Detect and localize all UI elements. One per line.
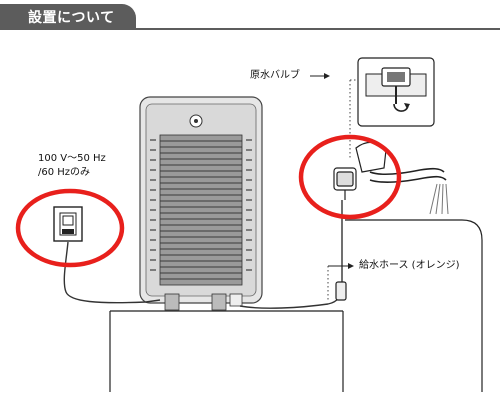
header-rule: [0, 28, 500, 30]
section-title: 設置について: [28, 10, 115, 26]
outlet-highlight-circle: [15, 188, 125, 268]
faucet: [333, 141, 447, 200]
valve-detail-inset: [357, 57, 435, 127]
valve-highlight-circle: [298, 134, 402, 220]
header-tab: 設置について: [0, 4, 136, 30]
valve-arrow: [310, 73, 330, 79]
hose-connector: [335, 281, 347, 301]
water-stream: [429, 183, 449, 215]
valve-label: 原水バルブ: [250, 70, 300, 81]
hose-leader: [327, 263, 354, 300]
power-outlet: [53, 206, 83, 242]
counter: [109, 219, 483, 392]
valve-leader: [349, 79, 358, 160]
power-spec-label-line2: /60 Hzのみ: [38, 167, 91, 178]
section-header: 設置について: [0, 4, 500, 30]
hose-label: 給水ホース (オレンジ): [359, 260, 460, 271]
purifier-unit: [139, 96, 263, 311]
vent-grille: [160, 140, 242, 280]
power-spec-label-line1: 100 V〜50 Hz: [38, 153, 106, 164]
